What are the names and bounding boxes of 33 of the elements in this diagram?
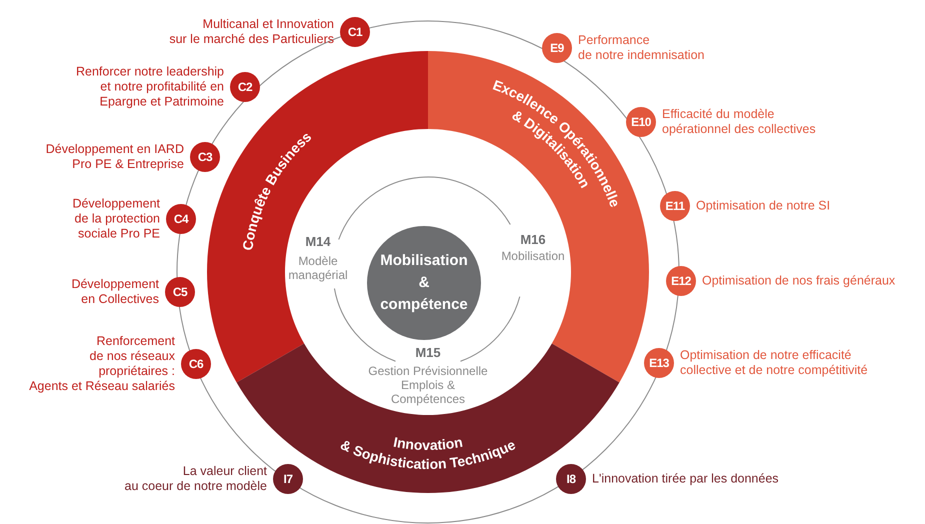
code-badge: E11 — [660, 191, 690, 221]
code-badge: C6 — [181, 349, 211, 379]
objective-text: Optimisation de nos frais généraux — [702, 274, 896, 288]
objective-text: Développement en IARD Pro PE & Entreprise — [46, 142, 184, 172]
objective-text: L'innovation tirée par les données — [592, 472, 779, 486]
center-circle: Mobilisation & compétence — [367, 226, 481, 340]
objective-text: La valeur client au coeur de notre modèle — [124, 464, 267, 494]
measure-label: Modèle managérial — [288, 254, 348, 282]
measure-label: Gestion Prévisionnelle Emplois & Compétences — [368, 364, 488, 406]
objective-text: Renforcer notre leadership et notre profitabilité en Epargne et Patrimoine — [76, 64, 224, 110]
objective-text: Multicanal et Innovation sur le marché des Particuliers — [169, 17, 334, 47]
code-badge: E10 — [626, 107, 656, 137]
code-badge: E12 — [666, 266, 696, 296]
code-badge: E13 — [644, 348, 674, 378]
objective-text: Optimisation de notre SI — [696, 198, 830, 214]
code-badge: C5 — [165, 277, 195, 307]
code-badge: C3 — [190, 142, 220, 172]
code-badge: I7 — [273, 464, 303, 494]
code-badge: C2 — [230, 72, 260, 102]
code-label: M16 — [520, 233, 546, 247]
measure-label: Mobilisation — [501, 249, 565, 263]
objective-text: Efficacité du modèle opérationnel des collectives — [662, 107, 816, 137]
objective-text: Renforcement de nos réseaux propriétaires : Agents et Réseau salariés — [29, 334, 175, 394]
objective-text: Performance de notre indemnisation — [578, 33, 704, 63]
code-badge: E9 — [542, 33, 572, 63]
code-badge: C1 — [340, 17, 370, 47]
objective-text: Développement de la protection sociale Pro PE — [72, 196, 160, 242]
code-badge: C4 — [166, 204, 196, 234]
code-label: M14 — [305, 235, 331, 249]
code-badge: I8 — [556, 464, 586, 494]
objective-text: Développement en Collectives — [71, 277, 159, 307]
objective-text: Optimisation de notre efficacité collective et de notre compétitivité — [680, 348, 868, 378]
code-label: M15 — [415, 346, 441, 360]
